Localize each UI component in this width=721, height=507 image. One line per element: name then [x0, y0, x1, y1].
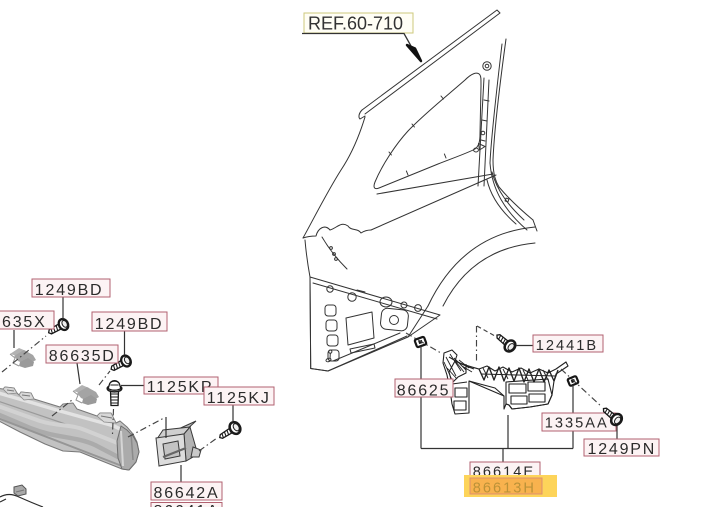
svg-text:REF.60-710: REF.60-710	[308, 14, 403, 34]
svg-text:86625: 86625	[397, 382, 451, 399]
svg-text:86635X: 86635X	[0, 314, 47, 331]
svg-text:86641A: 86641A	[154, 503, 220, 507]
svg-text:1249PN: 1249PN	[588, 441, 657, 458]
svg-text:1249BD: 1249BD	[35, 282, 104, 299]
svg-text:1249BD: 1249BD	[95, 316, 164, 333]
svg-text:1125KJ: 1125KJ	[207, 390, 271, 407]
svg-text:86635D: 86635D	[49, 348, 116, 365]
svg-text:86613H: 86613H	[473, 480, 536, 496]
svg-text:1125KP: 1125KP	[147, 379, 214, 396]
svg-text:1335AA: 1335AA	[545, 416, 609, 432]
svg-text:12441B: 12441B	[536, 338, 598, 354]
svg-text:86642A: 86642A	[154, 485, 220, 502]
